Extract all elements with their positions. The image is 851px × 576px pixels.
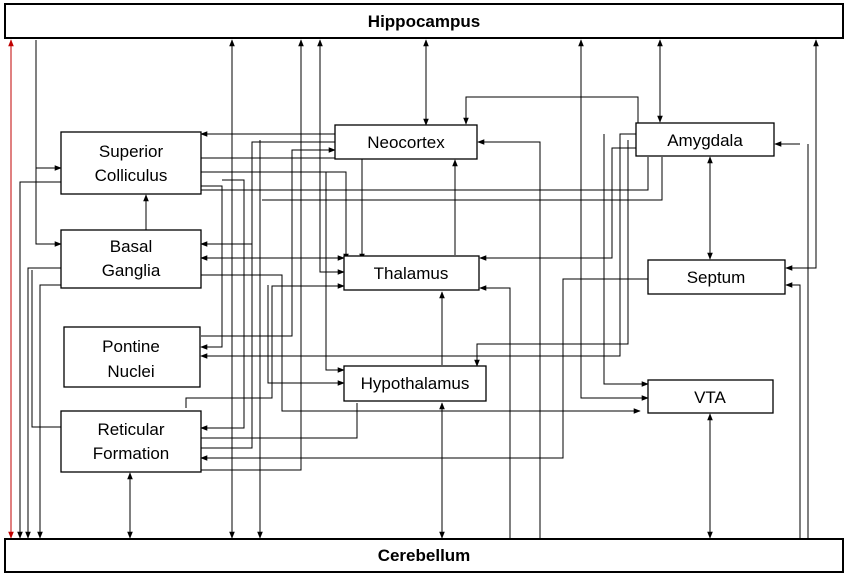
pontine-nuclei-label-line1: Pontine [102,337,160,356]
connection-superior-colliculus-hypothalamus [201,171,349,261]
basal-ganglia-node: Basal Ganglia [60,229,202,289]
superior-colliculus-node: Superior Colliculus [60,131,202,195]
thalamus-label: Thalamus [374,264,449,283]
hypothalamus-node: Hypothalamus [343,365,487,402]
connection-superior-colliculus-reticular [200,179,245,431]
connection-amygdala-neocortex [463,96,639,125]
reticular-formation-node: Reticular Formation [60,410,202,473]
connection-hypothalamus-reticular [201,403,358,439]
basal-ganglia-label-line2: Ganglia [102,261,161,280]
connection-amygdala-thalamus [479,147,636,261]
connection-reticular-thalamus [185,283,345,408]
connection-basal-ganglia-hypothalamus [267,285,345,386]
connection-thalamus-cerebellum [479,285,511,538]
pontine-nuclei-label-line2: Nuclei [107,362,154,381]
vta-node: VTA [647,379,774,414]
cerebellum-label: Cerebellum [378,546,471,565]
reticular-formation-label-line1: Reticular [97,420,164,439]
connection-neocortex-right [477,139,541,538]
connection-hippocampus-reticular [201,39,304,471]
connection-neocortex-basal-ganglia [200,141,335,247]
amygdala-node: Amygdala [635,122,775,157]
connection-cerebellum-septum [785,282,801,538]
connection-sc-hypothalamus [325,172,345,373]
basal-ganglia-label-line1: Basal [110,237,153,256]
cerebellum-bar: Cerebellum [4,538,844,573]
superior-colliculus-label-line1: Superior [99,142,164,161]
connection-superior-colliculus-cerebellum [17,181,61,539]
connection-hippocampus-septum [785,39,819,271]
connection-neocortex-reticular [201,244,253,449]
reticular-formation-label-line2: Formation [93,444,170,463]
connection-hippocampus-vta [578,39,649,401]
hypothalamus-label: Hypothalamus [361,374,470,393]
connection-superior-colliculus-pontine [200,185,223,350]
hippocampus-label: Hippocampus [368,12,480,31]
amygdala-label: Amygdala [667,131,743,150]
connection-reticular-formation-cerebellum [37,284,61,539]
connection-basal-ganglia-thalamus-lower [201,274,641,414]
septum-node: Septum [647,259,786,295]
hippocampus-bar: Hippocampus [4,3,844,39]
septum-label: Septum [687,268,746,287]
pontine-nuclei-node: Pontine Nuclei [63,326,201,388]
neocortex-node: Neocortex [334,124,478,160]
connection-amygdala-basal-ganglia [262,157,663,201]
connection-neocortex-pontine [201,147,336,337]
vta-label: VTA [694,388,726,407]
connection-superior-colliculus-thalamus [201,157,365,261]
connection-amygdala-hypothalamus [474,140,629,367]
connection-septum-reticular [200,278,648,461]
connection-basal-ganglia-cerebellum [25,267,61,539]
connection-hippocampus-thalamus [317,39,345,275]
connection-hippocampus-basal-ganglia [35,40,62,247]
connection-reticular-basal-ganglia [31,270,61,428]
neocortex-label: Neocortex [367,133,445,152]
connection-amygdala-vta [603,134,649,387]
connections [8,39,819,539]
connection-amygdala-pontine [200,133,636,359]
thalamus-node: Thalamus [343,255,480,291]
superior-colliculus-label-line2: Colliculus [95,166,168,185]
